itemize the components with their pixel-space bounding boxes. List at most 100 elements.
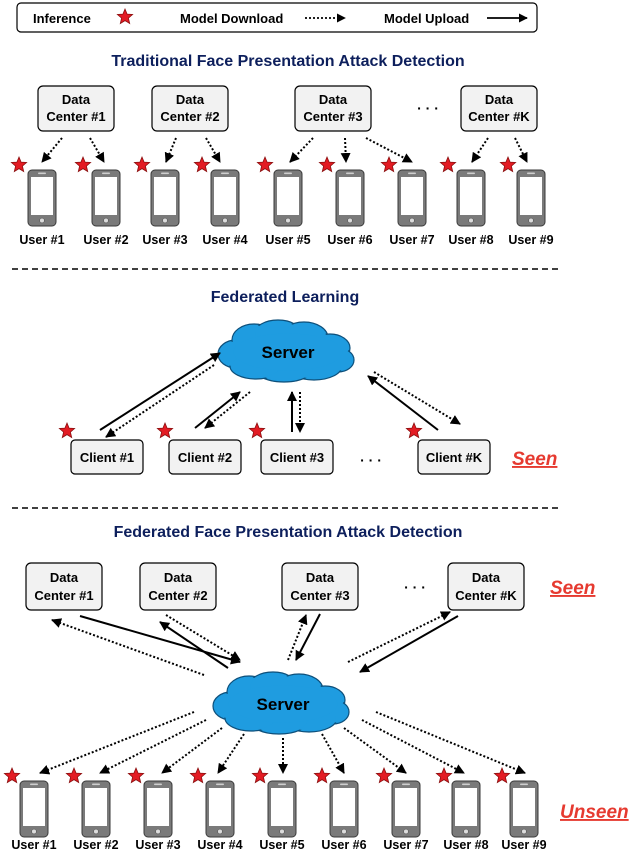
server-cloud (212, 671, 350, 735)
user-label-row: User #1 User #2 User #3 User #4 User #5 … (19, 233, 553, 247)
user-label: User #7 (389, 233, 434, 247)
smartphone-icon (329, 780, 359, 838)
traditional-section: Data Center #1 Data Center #2 Data Cente… (19, 85, 554, 247)
star-icon (58, 421, 76, 439)
data-center-line1: Data (485, 92, 514, 107)
star-icon (193, 155, 211, 173)
title-federated-fpad: Federated Face Presentation Attack Detec… (114, 524, 463, 541)
user-label: User #5 (265, 233, 310, 247)
data-center-box: Data Center #K (447, 562, 525, 611)
ellipsis: · · · (404, 579, 426, 595)
data-center-box: Data Center #3 (281, 562, 359, 611)
data-center-line2: Center #1 (46, 109, 105, 124)
star-icon (439, 155, 457, 173)
legend-inference-label: Inference (33, 11, 91, 26)
star-icon (435, 766, 453, 784)
star-icon (74, 155, 92, 173)
user-label-row: User #1 User #2 User #3 User #4 User #5 … (11, 838, 546, 852)
user-label: User #1 (19, 233, 64, 247)
server-cloud (217, 319, 355, 383)
user-label: User #9 (501, 838, 546, 852)
data-center-line1: Data (319, 92, 348, 107)
data-center-line2: Center #2 (148, 588, 207, 603)
smartphone-icon (267, 780, 297, 838)
phone-row (19, 780, 539, 838)
legend-box (16, 2, 538, 33)
smartphone-icon (205, 780, 235, 838)
legend: Inference Model Download Model Upload (16, 2, 538, 33)
smartphone-icon (516, 169, 546, 227)
data-center-box: Data Center #3 (294, 85, 372, 132)
user-label: User #3 (135, 838, 180, 852)
star-icon (133, 155, 151, 173)
user-label: User #1 (11, 838, 56, 852)
user-label: User #6 (327, 233, 372, 247)
datacenter-server-arrows (51, 611, 459, 676)
smartphone-icon (391, 780, 421, 838)
star-icon (156, 421, 174, 439)
star-icon (116, 7, 134, 25)
data-center-line1: Data (176, 92, 205, 107)
client-label: Client #1 (80, 450, 134, 465)
star-icon (380, 155, 398, 173)
smartphone-icon (335, 169, 365, 227)
client-server-arrows (99, 352, 461, 438)
user-label: User #9 (508, 233, 553, 247)
user-label: User #8 (443, 838, 488, 852)
server-user-arrows (39, 711, 526, 775)
smartphone-icon (27, 169, 57, 227)
data-center-line1: Data (164, 570, 193, 585)
federated-fpad-section: Data Center #1 Data Center #2 Data Cente… (11, 562, 629, 852)
user-label: User #7 (383, 838, 428, 852)
data-center-box: Data Center #2 (151, 85, 229, 132)
user-label: User #8 (448, 233, 493, 247)
federated-learning-section: Server Client #1 Client #2 Client #3 · ·… (70, 319, 557, 475)
data-center-box: Data Center #1 (25, 562, 103, 611)
data-center-line1: Data (50, 570, 79, 585)
data-center-line1: Data (472, 570, 501, 585)
legend-upload-label: Model Upload (384, 11, 469, 26)
data-center-box: Data Center #1 (37, 85, 115, 132)
smartphone-icon (397, 169, 427, 227)
star-icon (375, 766, 393, 784)
star-icon (405, 421, 423, 439)
star-icon (493, 766, 511, 784)
user-label: User #4 (202, 233, 247, 247)
star-icon (499, 155, 517, 173)
star-icon (189, 766, 207, 784)
star-icon (116, 7, 134, 25)
inference-stars (3, 155, 517, 784)
server-label: Server (257, 695, 310, 714)
smartphone-icon (273, 169, 303, 227)
user-label: User #6 (321, 838, 366, 852)
smartphone-icon (19, 780, 49, 838)
data-center-box: Data Center #K (460, 85, 538, 132)
smartphone-icon (150, 169, 180, 227)
user-label: User #2 (83, 233, 128, 247)
client-box: Client #K (417, 439, 491, 475)
star-icon (127, 766, 145, 784)
user-label: User #4 (197, 838, 242, 852)
star-icon (313, 766, 331, 784)
user-label: User #5 (259, 838, 304, 852)
ellipsis: · · · (360, 452, 382, 468)
server-label: Server (262, 343, 315, 362)
data-center-line2: Center #K (468, 109, 530, 124)
seen-label: Seen (512, 449, 557, 470)
data-center-line2: Center #2 (160, 109, 219, 124)
smartphone-icon (81, 780, 111, 838)
client-label: Client #2 (178, 450, 232, 465)
smartphone-icon (143, 780, 173, 838)
smartphone-icon (451, 780, 481, 838)
unseen-label: Unseen (560, 802, 629, 823)
data-center-line2: Center #3 (303, 109, 362, 124)
star-icon (251, 766, 269, 784)
data-center-line2: Center #3 (290, 588, 349, 603)
user-label: User #2 (73, 838, 118, 852)
client-box: Client #2 (168, 439, 242, 475)
seen-label: Seen (550, 578, 595, 599)
client-box: Client #3 (260, 439, 334, 475)
data-center-line2: Center #K (455, 588, 517, 603)
user-label: User #3 (142, 233, 187, 247)
